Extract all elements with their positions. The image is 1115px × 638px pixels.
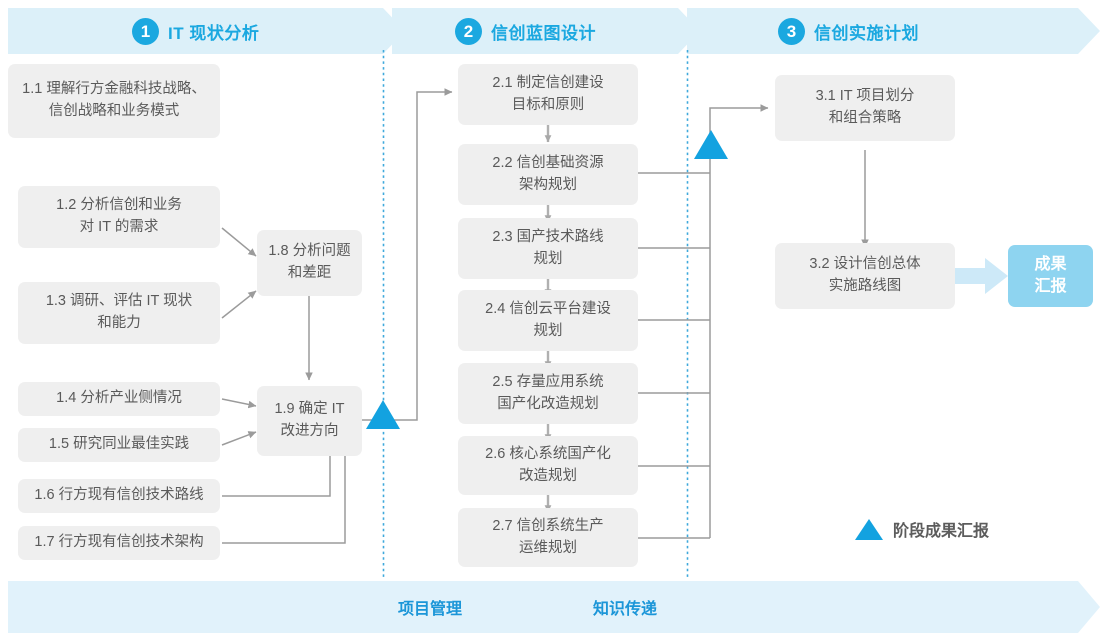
phase-number-3: 3 — [778, 17, 805, 45]
bottom-band-shape — [8, 581, 1100, 633]
milestone-triangle-phase2 — [694, 130, 728, 159]
phase-title-1: IT 现状分析 — [168, 23, 260, 43]
result-badge[interactable]: 成果 汇报 — [1008, 245, 1093, 307]
bottom-bar: 项目管理 知识传递 — [0, 581, 1115, 633]
edge-1-2-to-1-8 — [221, 227, 257, 257]
edge-1-9-to-2-1 — [362, 88, 453, 421]
edge-1-7-bus — [222, 456, 346, 544]
milestone-triangle-phase1 — [366, 400, 400, 429]
task-box-1-8[interactable]: 1.8 分析问题和差距 — [257, 230, 362, 296]
task-box-2-7[interactable]: 2.7 信创系统生产运维规划 — [458, 508, 638, 567]
bottom-label-knowledge-transfer[interactable]: 知识传递 — [593, 601, 658, 618]
phase-title-3: 信创实施计划 — [814, 23, 919, 43]
phase-header-bar: 1 IT 现状分析 2 信创蓝图设计 3 信创实施计划 — [0, 8, 1115, 54]
task-box-1-5[interactable]: 1.5 研究同业最佳实践 — [18, 428, 220, 462]
triangle-icon — [855, 518, 883, 540]
edge-1-5-to-1-9 — [221, 431, 257, 446]
task-box-1-6[interactable]: 1.6 行方现有信创技术路线 — [18, 479, 220, 513]
result-badge-line2: 汇报 — [1034, 278, 1067, 295]
phase-header-1[interactable]: 1 IT 现状分析 — [132, 16, 259, 46]
result-badge-line1: 成果 — [1034, 256, 1067, 274]
edge-1-4-to-1-9 — [221, 398, 257, 409]
edge-1-3-to-1-8 — [221, 290, 257, 319]
task-box-1-1[interactable]: 1.1 理解行方金融科技战略、信创战略和业务模式 — [8, 64, 220, 138]
phase-header-3[interactable]: 3 信创实施计划 — [778, 16, 919, 46]
legend-label: 阶段成果汇报 — [893, 523, 990, 540]
phase-title-2: 信创蓝图设计 — [491, 23, 596, 43]
task-box-2-4[interactable]: 2.4 信创云平台建设规划 — [458, 290, 638, 351]
task-box-1-7[interactable]: 1.7 行方现有信创技术架构 — [18, 526, 220, 560]
task-box-2-3[interactable]: 2.3 国产技术路线规划 — [458, 218, 638, 279]
legend: 阶段成果汇报 — [855, 517, 989, 541]
bottom-label-project-management[interactable]: 项目管理 — [398, 601, 463, 618]
task-box-2-1[interactable]: 2.1 制定信创建设目标和原则 — [458, 64, 638, 125]
task-box-3-2[interactable]: 3.2 设计信创总体实施路线图 — [775, 243, 955, 309]
edge-1-6-bus — [222, 456, 331, 497]
task-box-2-6[interactable]: 2.6 核心系统国产化改造规划 — [458, 436, 638, 495]
phase-number-2: 2 — [455, 17, 482, 45]
task-box-2-2[interactable]: 2.2 信创基础资源架构规划 — [458, 144, 638, 205]
task-box-2-5[interactable]: 2.5 存量应用系统国产化改造规划 — [458, 363, 638, 424]
phase-header-2[interactable]: 2 信创蓝图设计 — [455, 16, 596, 46]
task-box-1-4[interactable]: 1.4 分析产业侧情况 — [18, 382, 220, 416]
task-box-3-1[interactable]: 3.1 IT 项目划分和组合策略 — [775, 75, 955, 141]
bus-2-riser-to-3-1 — [709, 104, 769, 538]
task-box-1-3[interactable]: 1.3 调研、评估 IT 现状和能力 — [18, 282, 220, 344]
result-arrow-icon — [952, 258, 1008, 294]
phase-number-1: 1 — [132, 17, 159, 45]
task-box-1-2[interactable]: 1.2 分析信创和业务对 IT 的需求 — [18, 186, 220, 248]
